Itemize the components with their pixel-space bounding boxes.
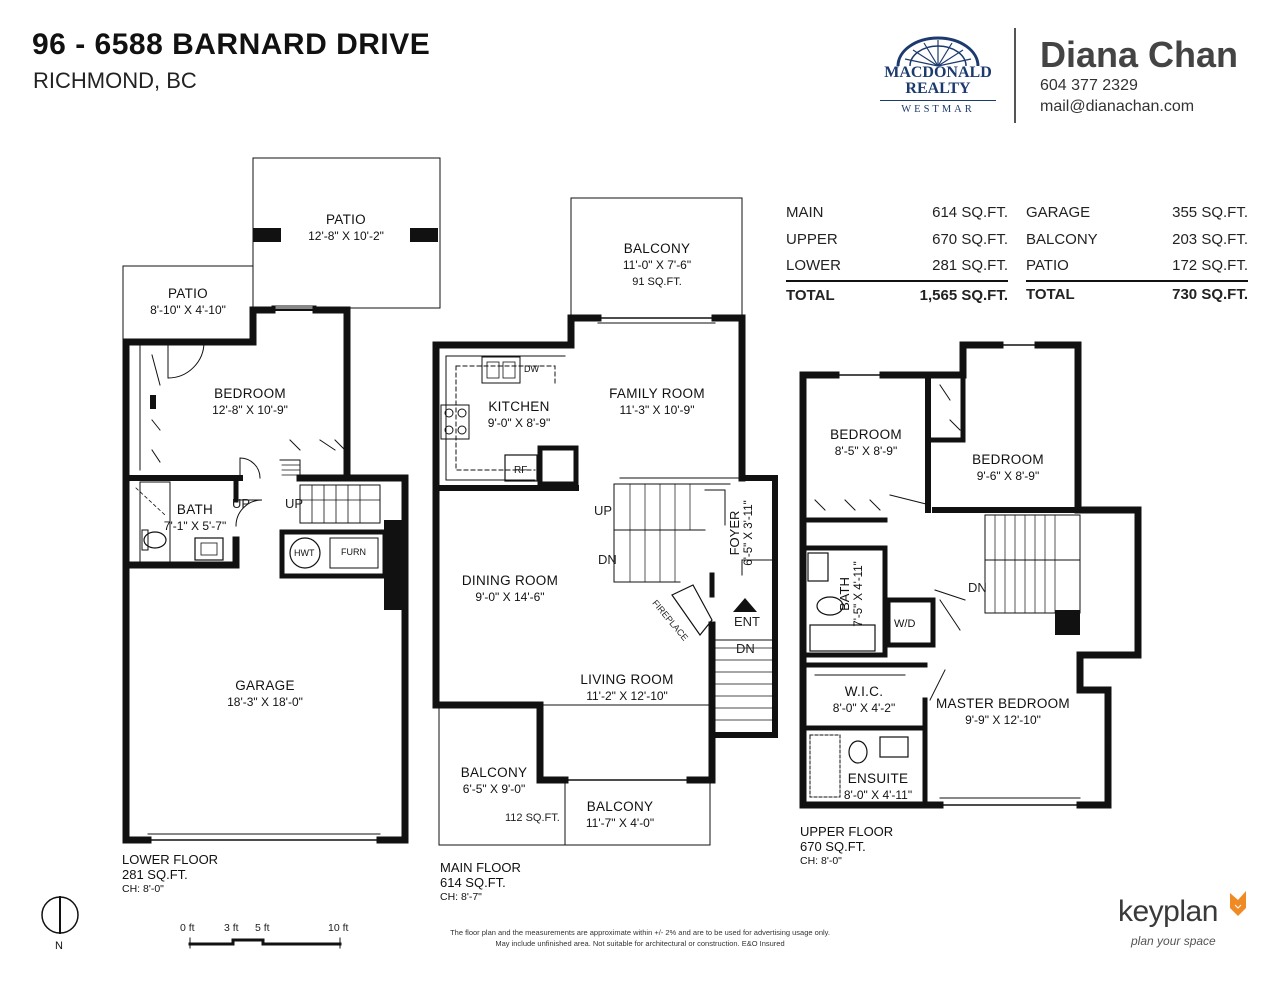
room-lower-patio-left: PATIO 8'-10" X 4'-10" xyxy=(150,286,226,317)
main-floor-caption: MAIN FLOOR 614 SQ.FT. CH: 8'-7" xyxy=(440,860,521,903)
brokerage-logo: MACDONALD REALTY WESTMAR xyxy=(876,34,1000,120)
agent-email[interactable]: mail@dianachan.com xyxy=(1040,98,1195,115)
north-arrow-icon xyxy=(41,896,79,934)
stair-up-label: UP xyxy=(594,503,613,518)
room-main-dining: DINING ROOM 9'-0" X 14'-6" xyxy=(461,573,559,604)
stair-down-label: DN xyxy=(968,580,987,595)
furnace-label: FURN xyxy=(341,547,366,557)
property-city: RICHMOND, BC xyxy=(33,68,197,93)
agent-phone[interactable]: 604 377 2329 xyxy=(1040,77,1138,94)
stair-up-label: UP xyxy=(232,496,251,511)
brokerage-name-line1: MACDONALD xyxy=(884,64,992,81)
stair-down-label: DN xyxy=(736,641,755,656)
refrigerator-label: RF xyxy=(514,465,528,476)
main-floor-walls xyxy=(432,197,778,846)
scale-label: 5 ft xyxy=(255,922,270,934)
upper-floor-walls xyxy=(799,341,1142,809)
stair-down-label: DN xyxy=(598,552,617,567)
balcony-area-label: 112 SQ.FT. xyxy=(505,812,560,824)
entrance-label: ENT xyxy=(734,614,760,629)
room-upper-bedroom-2: BEDROOM 9'-6" X 8'-9" xyxy=(972,452,1044,483)
room-lower-bedroom: BEDROOM 12'-8" X 10'-9" xyxy=(212,386,288,417)
room-main-balcony-right: BALCONY 11'-7" X 4'-0" xyxy=(585,799,655,830)
header-divider xyxy=(1014,28,1016,123)
north-label: N xyxy=(55,940,63,952)
scale-label: 0 ft xyxy=(180,922,195,934)
lower-floor-caption: LOWER FLOOR 281 SQ.FT. CH: 8'-0" xyxy=(122,852,219,895)
scale-label: 10 ft xyxy=(328,922,349,934)
upper-floor-caption: UPPER FLOOR 670 SQ.FT. CH: 8'-0" xyxy=(800,824,894,867)
room-upper-ensuite: ENSUITE 8'-0" X 4'-11" xyxy=(843,771,913,802)
room-main-kitchen: KITCHEN 9'-0" X 8'-9" xyxy=(487,399,551,430)
disclaimer: The floor plan and the measurements are … xyxy=(450,928,830,948)
hot-water-tank-label: HWT xyxy=(294,548,315,558)
brokerage-arch-icon xyxy=(896,36,980,67)
room-main-family: FAMILY ROOM 11'-3" X 10'-9" xyxy=(609,386,705,417)
room-main-balcony-top: BALCONY 11'-0" X 7'-6" 91 SQ.FT. xyxy=(622,241,692,288)
room-lower-patio-top: PATIO 12'-8" X 10'-2" xyxy=(308,212,384,243)
brokerage-name-line2: REALTY xyxy=(905,80,971,97)
room-main-foyer: FOYER 6'-5" X 3'-11" xyxy=(727,500,755,566)
room-main-living: LIVING ROOM 11'-2" X 12'-10" xyxy=(580,672,674,703)
agent-name: Diana Chan xyxy=(1040,34,1239,75)
lower-floor-walls xyxy=(122,157,441,844)
brokerage-name-line3: WESTMAR xyxy=(901,104,975,115)
keyplan-tagline: plan your space xyxy=(1131,934,1216,948)
keyplan-fox-icon xyxy=(1230,891,1246,916)
scale-bar xyxy=(188,937,342,949)
keyplan-logo-text: keyplan xyxy=(1118,895,1218,928)
room-upper-master-bedroom: MASTER BEDROOM 9'-9" X 12'-10" xyxy=(936,696,1070,727)
room-main-balcony-left: BALCONY 6'-5" X 9'-0" xyxy=(460,765,528,796)
room-upper-bath: BATH 7'-5" X 4'-11" xyxy=(837,561,865,627)
washer-dryer-label: W/D xyxy=(894,618,916,630)
dishwasher-label: DW xyxy=(524,364,539,374)
room-upper-bedroom-1: BEDROOM 8'-5" X 8'-9" xyxy=(830,427,902,458)
room-upper-wic: W.I.C. 8'-0" X 4'-2" xyxy=(832,684,896,715)
scale-label: 3 ft xyxy=(224,922,239,934)
room-lower-garage: GARAGE 18'-3" X 18'-0" xyxy=(227,678,303,709)
stair-up-label: UP xyxy=(285,496,304,511)
property-address: 96 - 6588 BARNARD DRIVE xyxy=(32,28,431,61)
room-lower-bath: BATH 7'-1" X 5'-7" xyxy=(163,502,227,533)
